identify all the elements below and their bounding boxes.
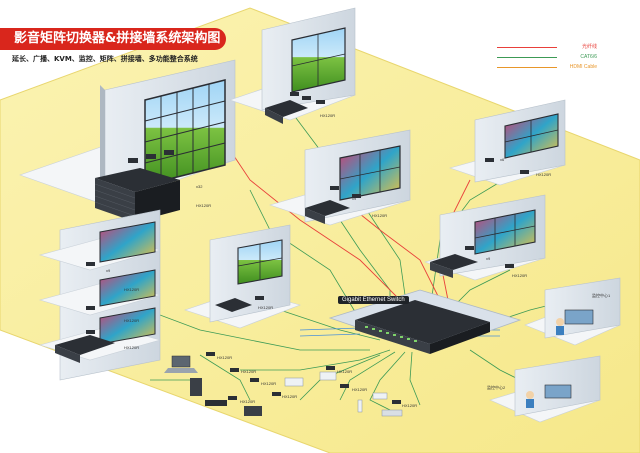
device-label: HX120R [352,387,368,392]
camera-icon [244,406,262,416]
legend-label-fiber: 光纤线 [581,44,597,50]
device-label: HX120R [124,318,140,323]
legend-swatch-fiber [497,47,557,48]
set-top-box-icon [372,392,388,400]
legend-swatch-cat [497,57,557,58]
gigabit-switch [355,300,490,344]
legend-swatch-hdmi [497,67,557,68]
device-label: HX120R [240,399,256,404]
device-label: HX120R [337,369,353,374]
device-label: HX120R [258,305,274,310]
device-label: x9 [352,196,357,201]
device-label: HX120R [124,287,140,292]
device-label: HX120R [512,273,528,278]
device-label: x9 [486,256,491,261]
legend-row-fiber: 光纤线 [497,43,597,53]
device-label: HX120R [196,203,212,208]
legend-label-cat: CAT6/6 [580,54,597,60]
legend-row-hdmi: HDMI Cable [497,63,597,73]
laptop-icon [171,355,191,368]
device-label: HX120R [217,355,233,360]
device-label: HX120R [372,213,388,218]
device-label: HX120R [536,172,552,177]
remote-icon [357,399,363,413]
device-label: x32 [196,184,203,189]
room-center-colored-wall [268,129,412,226]
device-label: HX120R [124,345,140,350]
pc-tower-icon [190,378,202,396]
device-label: HX120R [241,369,257,374]
legend-row-cat: CAT6/6 [497,53,597,63]
device-label: HX120R [402,403,418,408]
settop-box-2-icon [381,409,403,417]
projector-icon [284,377,304,387]
peripheral-devices [164,352,403,417]
media-player-icon [319,371,337,381]
device-label: 监控中心2 [487,385,506,390]
switch-label: Gigabit Ethernet Switch [338,296,409,304]
device-label: HX120R [320,113,336,118]
device-label: HX120R [261,381,277,386]
room-middle-right [424,194,546,281]
room-stacked-floors [38,209,162,381]
diagram-title: 影音矩阵切换器&拼接墙系统架构图 [0,28,226,50]
cable-legend: 光纤线 CAT6/6 HDMI Cable [497,43,597,73]
room-large-video-wall [19,59,236,222]
device-label: 监控中心1 [592,293,611,298]
legend-label-hdmi: HDMI Cable [569,64,597,70]
room-top-right [448,99,567,186]
device-label: HX120R [282,394,298,399]
monitor-center-room-1 [524,277,621,346]
dvd-player-icon [205,400,227,406]
room-middle-left [184,224,301,329]
device-label: x6 [500,157,505,162]
monitor-center-room-2 [489,355,601,423]
device-label: x9 [106,268,111,273]
diagram-subtitle: 延长、广播、KVM、监控、矩阵、拼接墙、多功能整合系统 [12,55,198,63]
room-top-center [229,7,356,124]
